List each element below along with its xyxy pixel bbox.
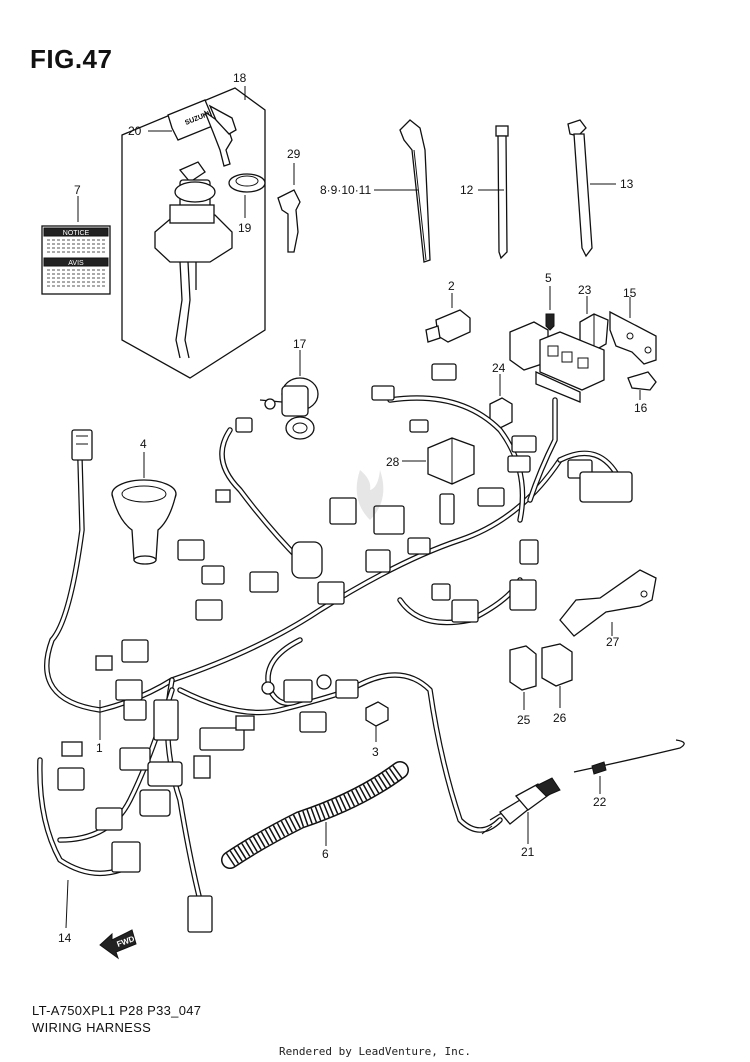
callout-2: 2 [448,279,455,293]
lock-nut[interactable] [228,173,266,193]
mounting-clip[interactable] [627,371,657,400]
section-name: WIRING HARNESS [32,1020,152,1035]
callout-8-9-10-11: 8·9·10·11 [320,183,371,197]
cable-tie-8-11[interactable] [374,119,431,263]
relay-bracket[interactable] [609,297,657,365]
small-cap-3[interactable] [365,701,389,742]
callout-5: 5 [545,271,552,285]
harness-couplers [57,363,633,933]
callout-12: 12 [460,183,474,197]
callout-19: 19 [238,221,252,235]
corrugated-tube[interactable] [221,761,409,869]
render-credit: Rendered by LeadVenture, Inc. [278,1045,472,1058]
coupler-cap-25[interactable] [509,645,537,710]
callout-14: 14 [58,931,72,945]
ignition-switch-body[interactable] [154,161,233,359]
callout-6: 6 [322,847,329,861]
callout-13: 13 [620,177,634,191]
starter-relay[interactable] [402,437,475,485]
ignition-switch-group[interactable]: SUZUKI [121,86,266,379]
coupler-24[interactable] [489,374,513,429]
forward-direction-arrow: FWD [99,929,137,960]
callout-27: 27 [606,635,620,649]
callout-29: 29 [287,147,301,161]
ignition-group-outline [121,87,266,379]
callout-numbers: 18 20 7 19 29 8·9·10·11 12 13 2 5 23 15 … [58,71,648,945]
model-code: LT-A750XPL1 P28 P33_047 [32,1003,202,1018]
callout-26: 26 [553,711,567,725]
callout-3: 3 [372,745,379,759]
callout-21: 21 [521,845,535,859]
callout-22: 22 [593,795,607,809]
leader-14 [65,879,69,929]
connector-cap-2[interactable] [425,293,471,343]
clamp-spring[interactable] [573,739,685,794]
harness-bracket[interactable] [559,569,657,637]
accessory-socket[interactable] [259,350,319,440]
callout-23: 23 [578,283,592,297]
callout-7: 7 [74,183,81,197]
callout-18: 18 [233,71,247,85]
label-plate-avis-text: AVIS [68,260,84,267]
callout-4: 4 [140,437,147,451]
callout-1: 1 [96,741,103,755]
label-plate-notice-text: NOTICE [63,230,90,237]
caution-label-plate[interactable]: NOTICE AVIS [41,196,111,295]
key-with-brand[interactable]: SUZUKI [167,99,237,167]
oxygen-sensor[interactable] [481,777,561,844]
callout-17: 17 [293,337,307,351]
fuse[interactable] [545,286,555,331]
figure-title: FIG.47 [30,44,113,74]
cable-tie-12[interactable] [478,125,509,260]
rubber-boot[interactable] [111,452,177,565]
callout-25: 25 [517,713,531,727]
background-watermark [356,470,384,520]
callout-15: 15 [623,286,637,300]
fuse-box[interactable] [509,321,605,403]
coupler-cap-26[interactable] [541,643,573,708]
callout-28: 28 [386,455,400,469]
callout-24: 24 [492,361,506,375]
callout-16: 16 [634,401,648,415]
callout-20: 20 [128,124,142,138]
cable-tie-13[interactable] [567,119,616,258]
blank-key[interactable] [277,163,301,253]
